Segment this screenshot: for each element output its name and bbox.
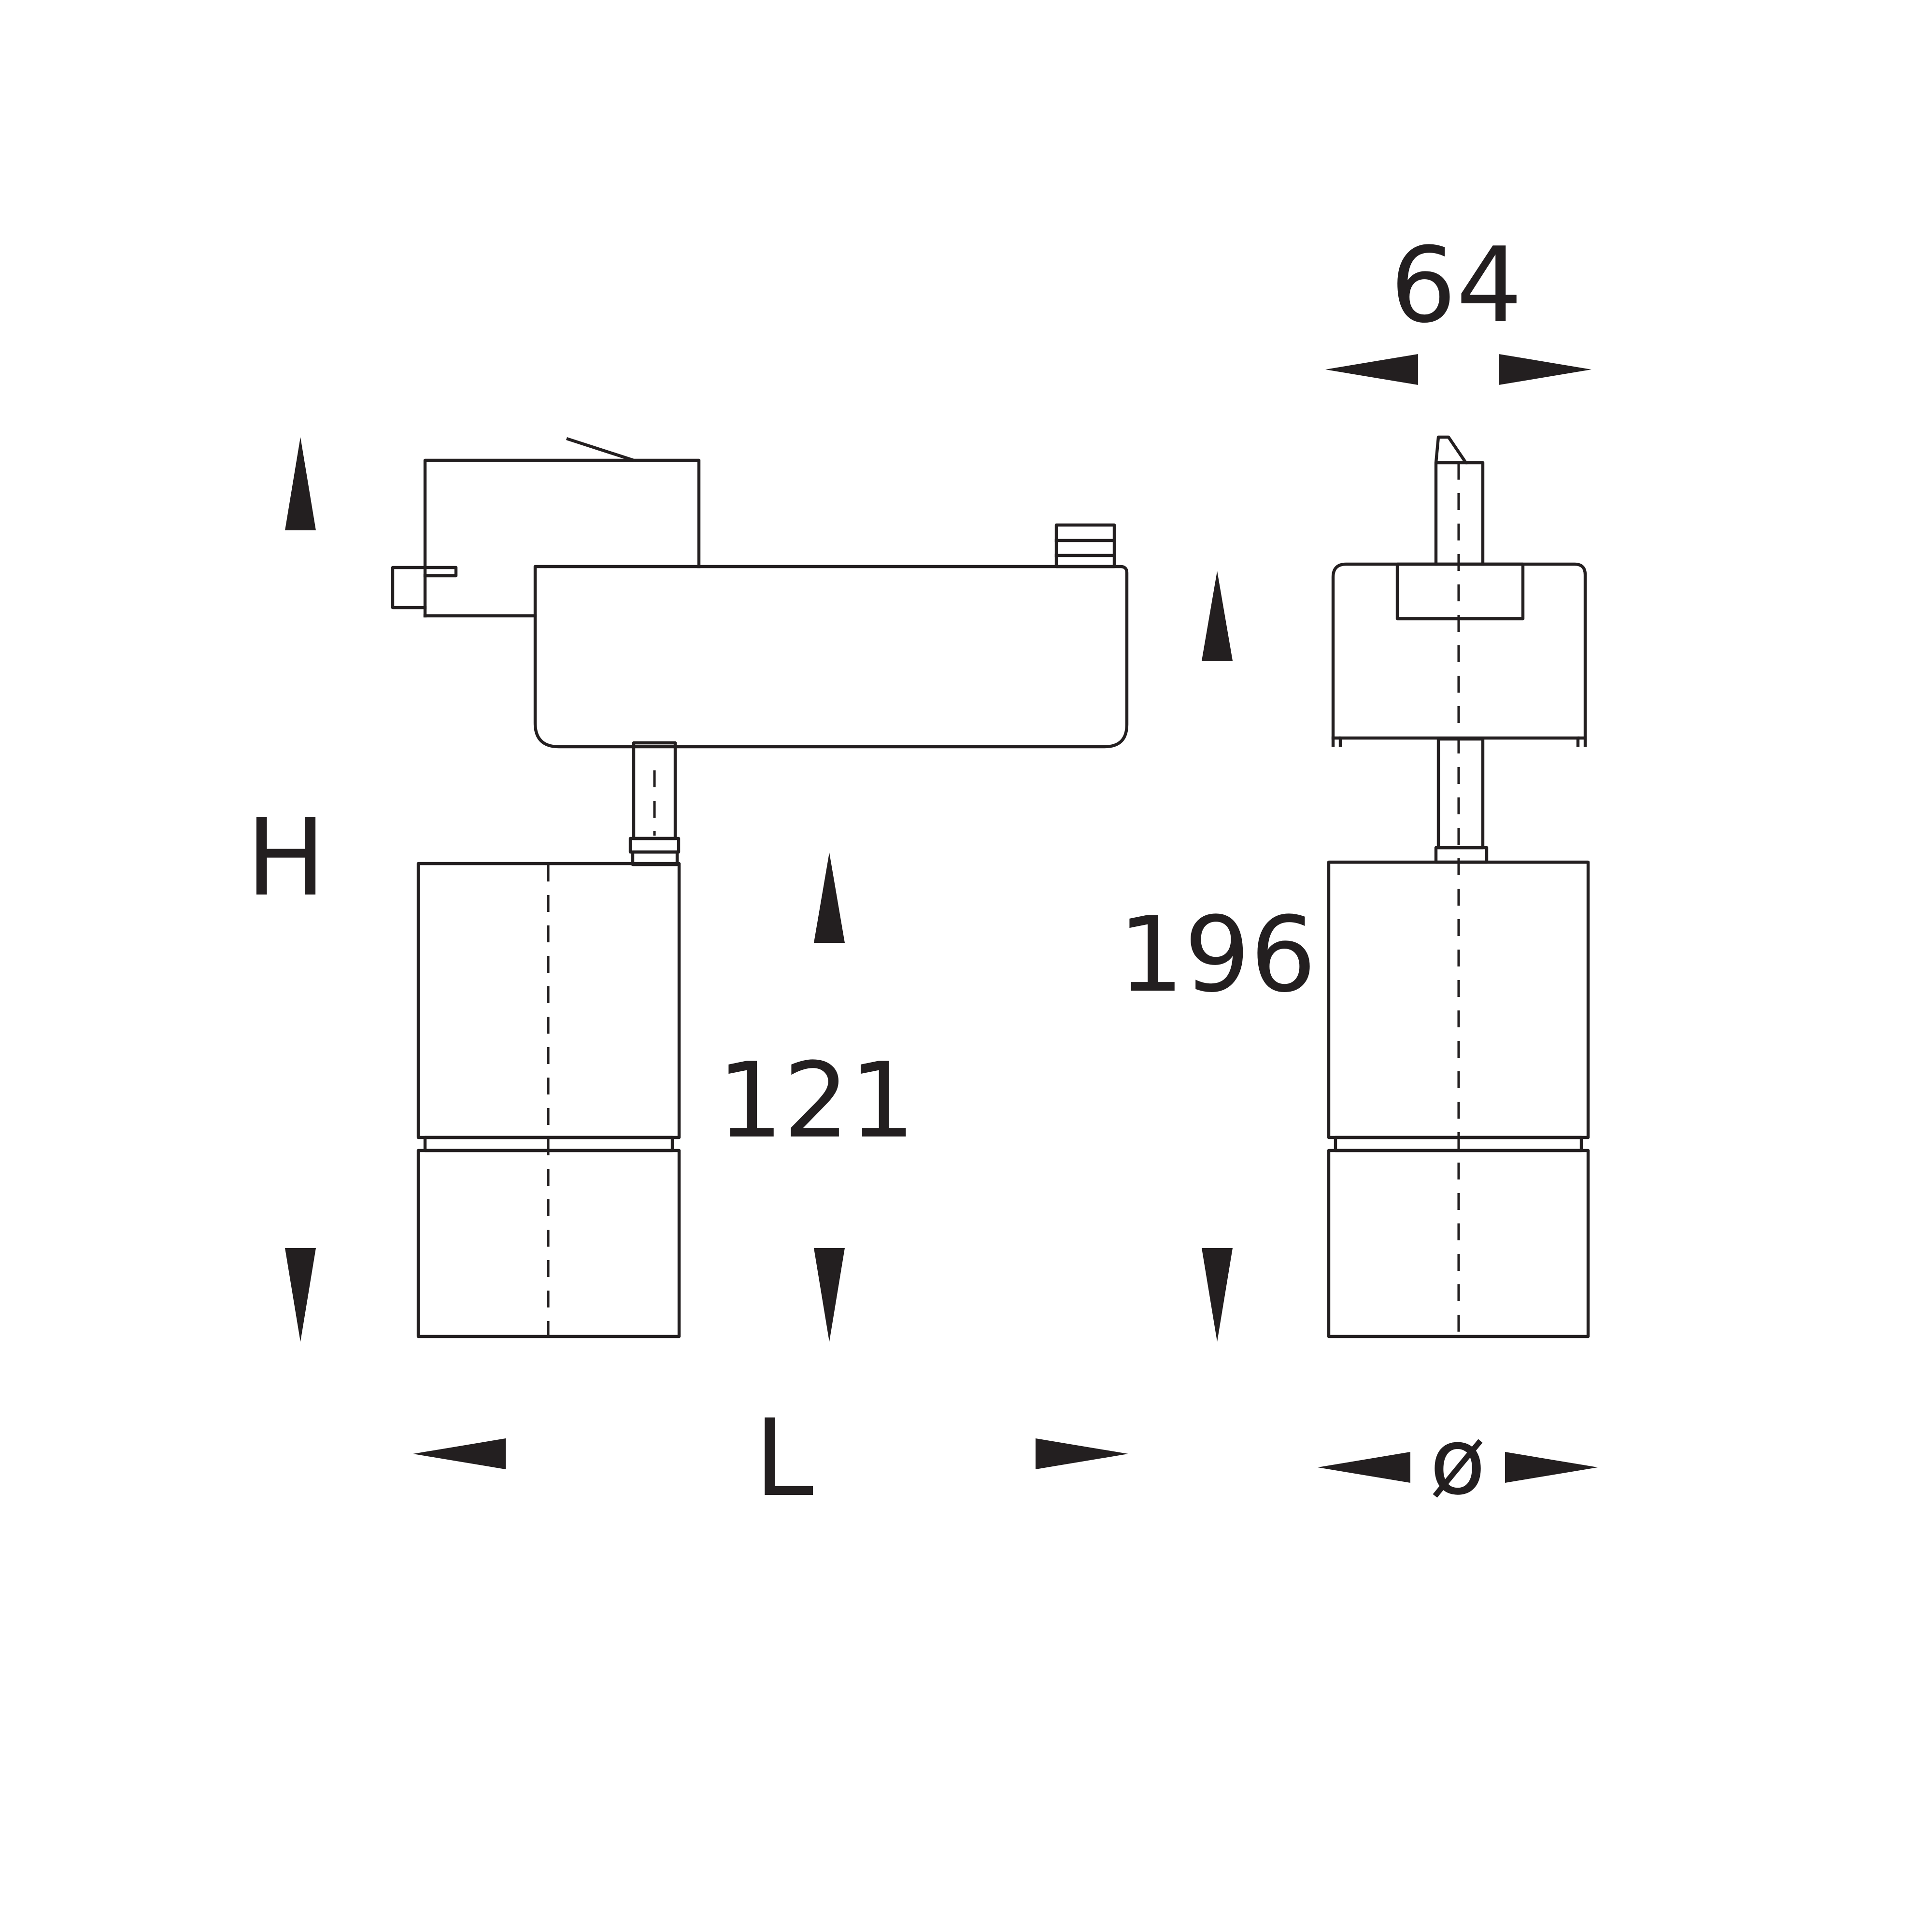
- 196-arrow-up-icon: [1202, 571, 1233, 661]
- 64-arrow-left-icon: [1325, 354, 1418, 385]
- front-height-value-label: 121: [717, 1040, 915, 1161]
- driver-housing: [533, 565, 1129, 749]
- diameter-symbol-label: ø: [1430, 1408, 1486, 1515]
- h-arrow-up-icon: [285, 437, 316, 530]
- housing-lock: [1054, 523, 1116, 568]
- l-arrow-left-icon: [413, 1438, 506, 1469]
- 121-arrow-up-icon: [814, 852, 845, 943]
- l-arrow-right-icon: [1036, 1438, 1128, 1469]
- dimension-labels: H 121 196 64 L ø: [246, 225, 1522, 1520]
- diameter-arrow-right-icon: [1505, 1452, 1598, 1483]
- track-adapter: [391, 437, 701, 618]
- diameter-arrow-left-icon: [1318, 1452, 1410, 1483]
- 121-arrow-down-icon: [814, 1248, 845, 1342]
- length-symbol-label: L: [754, 1396, 814, 1520]
- side-adapter: [1395, 435, 1525, 621]
- spot-head: [416, 862, 681, 1338]
- side-housing: [1331, 562, 1587, 747]
- 64-arrow-right-icon: [1499, 354, 1591, 385]
- h-arrow-down-icon: [285, 1248, 316, 1342]
- stem: [628, 741, 681, 867]
- 196-arrow-down-icon: [1202, 1248, 1233, 1342]
- front-view: [391, 437, 1129, 1338]
- side-stem: [1434, 737, 1489, 864]
- side-width-value-label: 64: [1390, 225, 1522, 346]
- side-view: [1327, 435, 1590, 1338]
- side-height-value-label: 196: [1118, 894, 1316, 1015]
- dimension-arrows: [285, 354, 1598, 1483]
- height-symbol-label: H: [246, 796, 326, 920]
